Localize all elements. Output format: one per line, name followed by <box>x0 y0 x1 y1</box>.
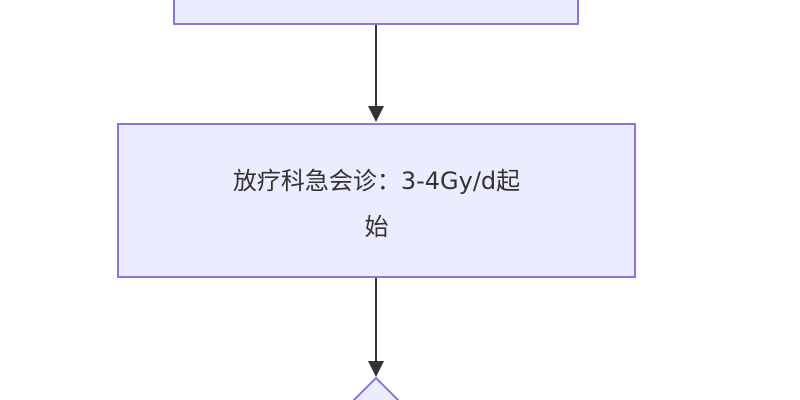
arrowhead-icon <box>368 361 384 377</box>
decision-diamond-node <box>352 376 400 400</box>
arrowhead-icon <box>368 106 384 122</box>
radiotherapy-consult-node: 放疗科急会诊：3-4Gy/d起 始 <box>117 123 636 278</box>
previous-step-node <box>173 0 579 25</box>
node-label-line2: 始 <box>364 213 389 241</box>
node-label-line1: 放疗科急会诊：3-4Gy/d起 <box>232 167 521 195</box>
edge-rt-to-next <box>368 278 384 377</box>
edge-prev-to-rt <box>368 25 384 122</box>
